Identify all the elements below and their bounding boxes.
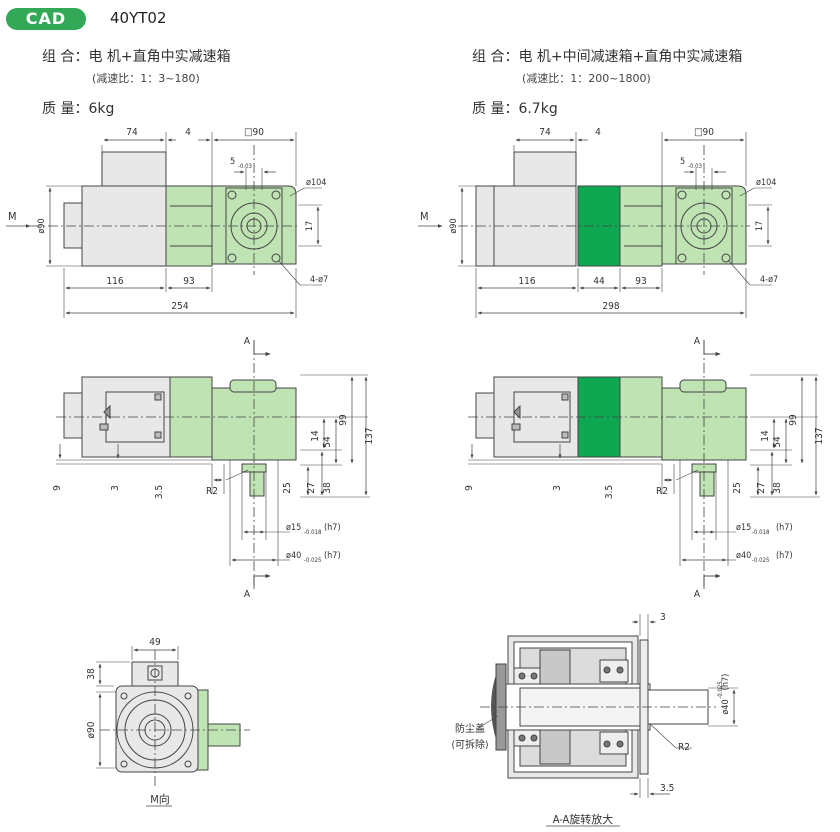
section-a-a-dimensions: 3 ø40 -0.025 (h7) R2 3.5 防尘盖 (可拆除) A-A旋转… [451,612,731,826]
dim-93: 93 [183,276,194,287]
dim-14: 14 [760,430,771,442]
dim-r2: R2 [656,486,668,497]
dim-square-90: □90 [694,127,714,138]
dim-17: 17 [305,221,315,231]
dim-phi15-h7: (h7) [776,523,793,533]
right-side-dimensions: A A 9 3 3.5 R2 25 27 38 14 54 99 137 ø15… [464,336,825,600]
left-top-dimensions: 74 4 □90 5 -0.03 ø104 4-ø7 ø90 17 M 116 … [8,127,328,312]
dim-phi40-tol: -0.025 [752,557,769,564]
dim-phi40-tol: -0.025 [717,681,724,698]
dim-27: 27 [306,482,317,493]
dim-3-5: 3.5 [604,485,615,499]
dim-3-5: 3.5 [154,485,165,499]
dim-phi90: ø90 [86,721,97,738]
cad-badge: CAD [6,8,86,30]
dim-r2: R2 [678,742,690,753]
dim-phi40: ø40 [736,551,751,561]
dim-phi40-tol: -0.025 [304,557,321,564]
dim-44: 44 [593,276,605,287]
m-view [96,646,250,807]
dim-4: 4 [185,127,191,138]
dim-116: 116 [106,276,123,287]
dim-298: 298 [602,301,619,312]
dim-38: 38 [322,482,333,494]
left-ratio: (减速比：1：3~180) [92,72,200,85]
dim-phi104: ø104 [306,178,326,188]
dim-9: 9 [464,485,475,491]
right-mass: 质 量：6.7kg [472,101,558,117]
dim-phi40: ø40 [721,699,731,714]
section-mark-a-top: A [244,336,251,347]
model-number: 40YT02 [110,9,167,27]
dim-27: 27 [756,482,767,493]
dim-phi15: ø15 [286,523,301,533]
dim-17: 17 [755,221,765,231]
dim-phi90: ø90 [449,218,459,233]
right-ratio: (减速比：1：200~1800) [522,72,651,85]
dim-38: 38 [772,482,783,494]
dim-r2: R2 [206,486,218,497]
dim-phi40-h7: (h7) [324,551,341,561]
dim-137: 137 [814,427,825,444]
dim-phi15-tol: -0.018 [304,529,322,536]
dim-phi40: ø40 [286,551,301,561]
dust-cover-note: (可拆除) [451,738,488,751]
dim-137: 137 [364,427,375,444]
dim-3-5: 3.5 [660,783,674,794]
dim-key-tol: -0.03 [238,163,252,170]
view-arrow-m: M [420,210,429,223]
dim-14: 14 [310,430,321,442]
dim-key: 5 [230,157,235,167]
dim-254: 254 [171,301,188,312]
dim-74: 74 [126,127,138,138]
left-top-view [6,132,322,318]
dim-phi15-h7: (h7) [324,523,341,533]
section-caption: A-A旋转放大 [553,812,614,826]
dim-99: 99 [338,414,349,426]
view-arrow-m: M [8,210,17,223]
dim-99: 99 [788,414,799,426]
dim-93: 93 [635,276,646,287]
left-mass: 质 量：6kg [42,101,115,117]
dim-49: 49 [149,637,161,648]
left-side-view [56,340,370,590]
left-side-dimensions: A A 9 3 3.5 R2 25 27 38 14 54 99 137 ø15… [52,336,375,600]
dim-4: 4 [595,127,601,138]
dim-116: 116 [518,276,535,287]
dim-phi40-h7: (h7) [776,551,793,561]
section-a-a [477,614,738,827]
m-view-caption: M向 [150,792,170,806]
dim-54: 54 [322,436,333,448]
dim-key-tol: -0.03 [688,163,702,170]
dim-54: 54 [772,436,783,448]
right-top-view [418,132,772,318]
dust-cover-label: 防尘盖 [455,722,485,735]
dim-3: 3 [552,485,563,491]
dim-phi104: ø104 [756,178,776,188]
dim-25: 25 [282,482,293,493]
dim-phi90: ø90 [37,218,47,233]
m-view-dimensions: 49 38 ø90 M向 [86,637,170,806]
right-side-view [468,340,820,590]
dim-3: 3 [660,612,666,623]
dim-38: 38 [86,668,97,680]
dim-3: 3 [110,485,121,491]
dim-holes: 4-ø7 [760,275,778,285]
dim-phi15: ø15 [736,523,751,533]
dim-25: 25 [732,482,743,493]
dim-holes: 4-ø7 [310,275,328,285]
dim-phi40-h7: (h7) [721,674,731,691]
dim-key: 5 [680,157,685,167]
right-combination: 组 合：电 机+中间减速箱+直角中实减速箱 [472,49,743,65]
left-combination: 组 合：电 机+直角中实减速箱 [42,49,231,65]
section-mark-a-bottom: A [694,589,701,600]
section-mark-a-top: A [694,336,701,347]
dim-square-90: □90 [244,127,264,138]
right-top-dimensions: 74 4 □90 5 -0.03 ø104 4-ø7 ø90 17 M 116 … [420,127,778,312]
dim-74: 74 [539,127,551,138]
section-mark-a-bottom: A [244,589,251,600]
dim-9: 9 [52,485,63,491]
dim-phi15-tol: -0.018 [752,529,770,536]
